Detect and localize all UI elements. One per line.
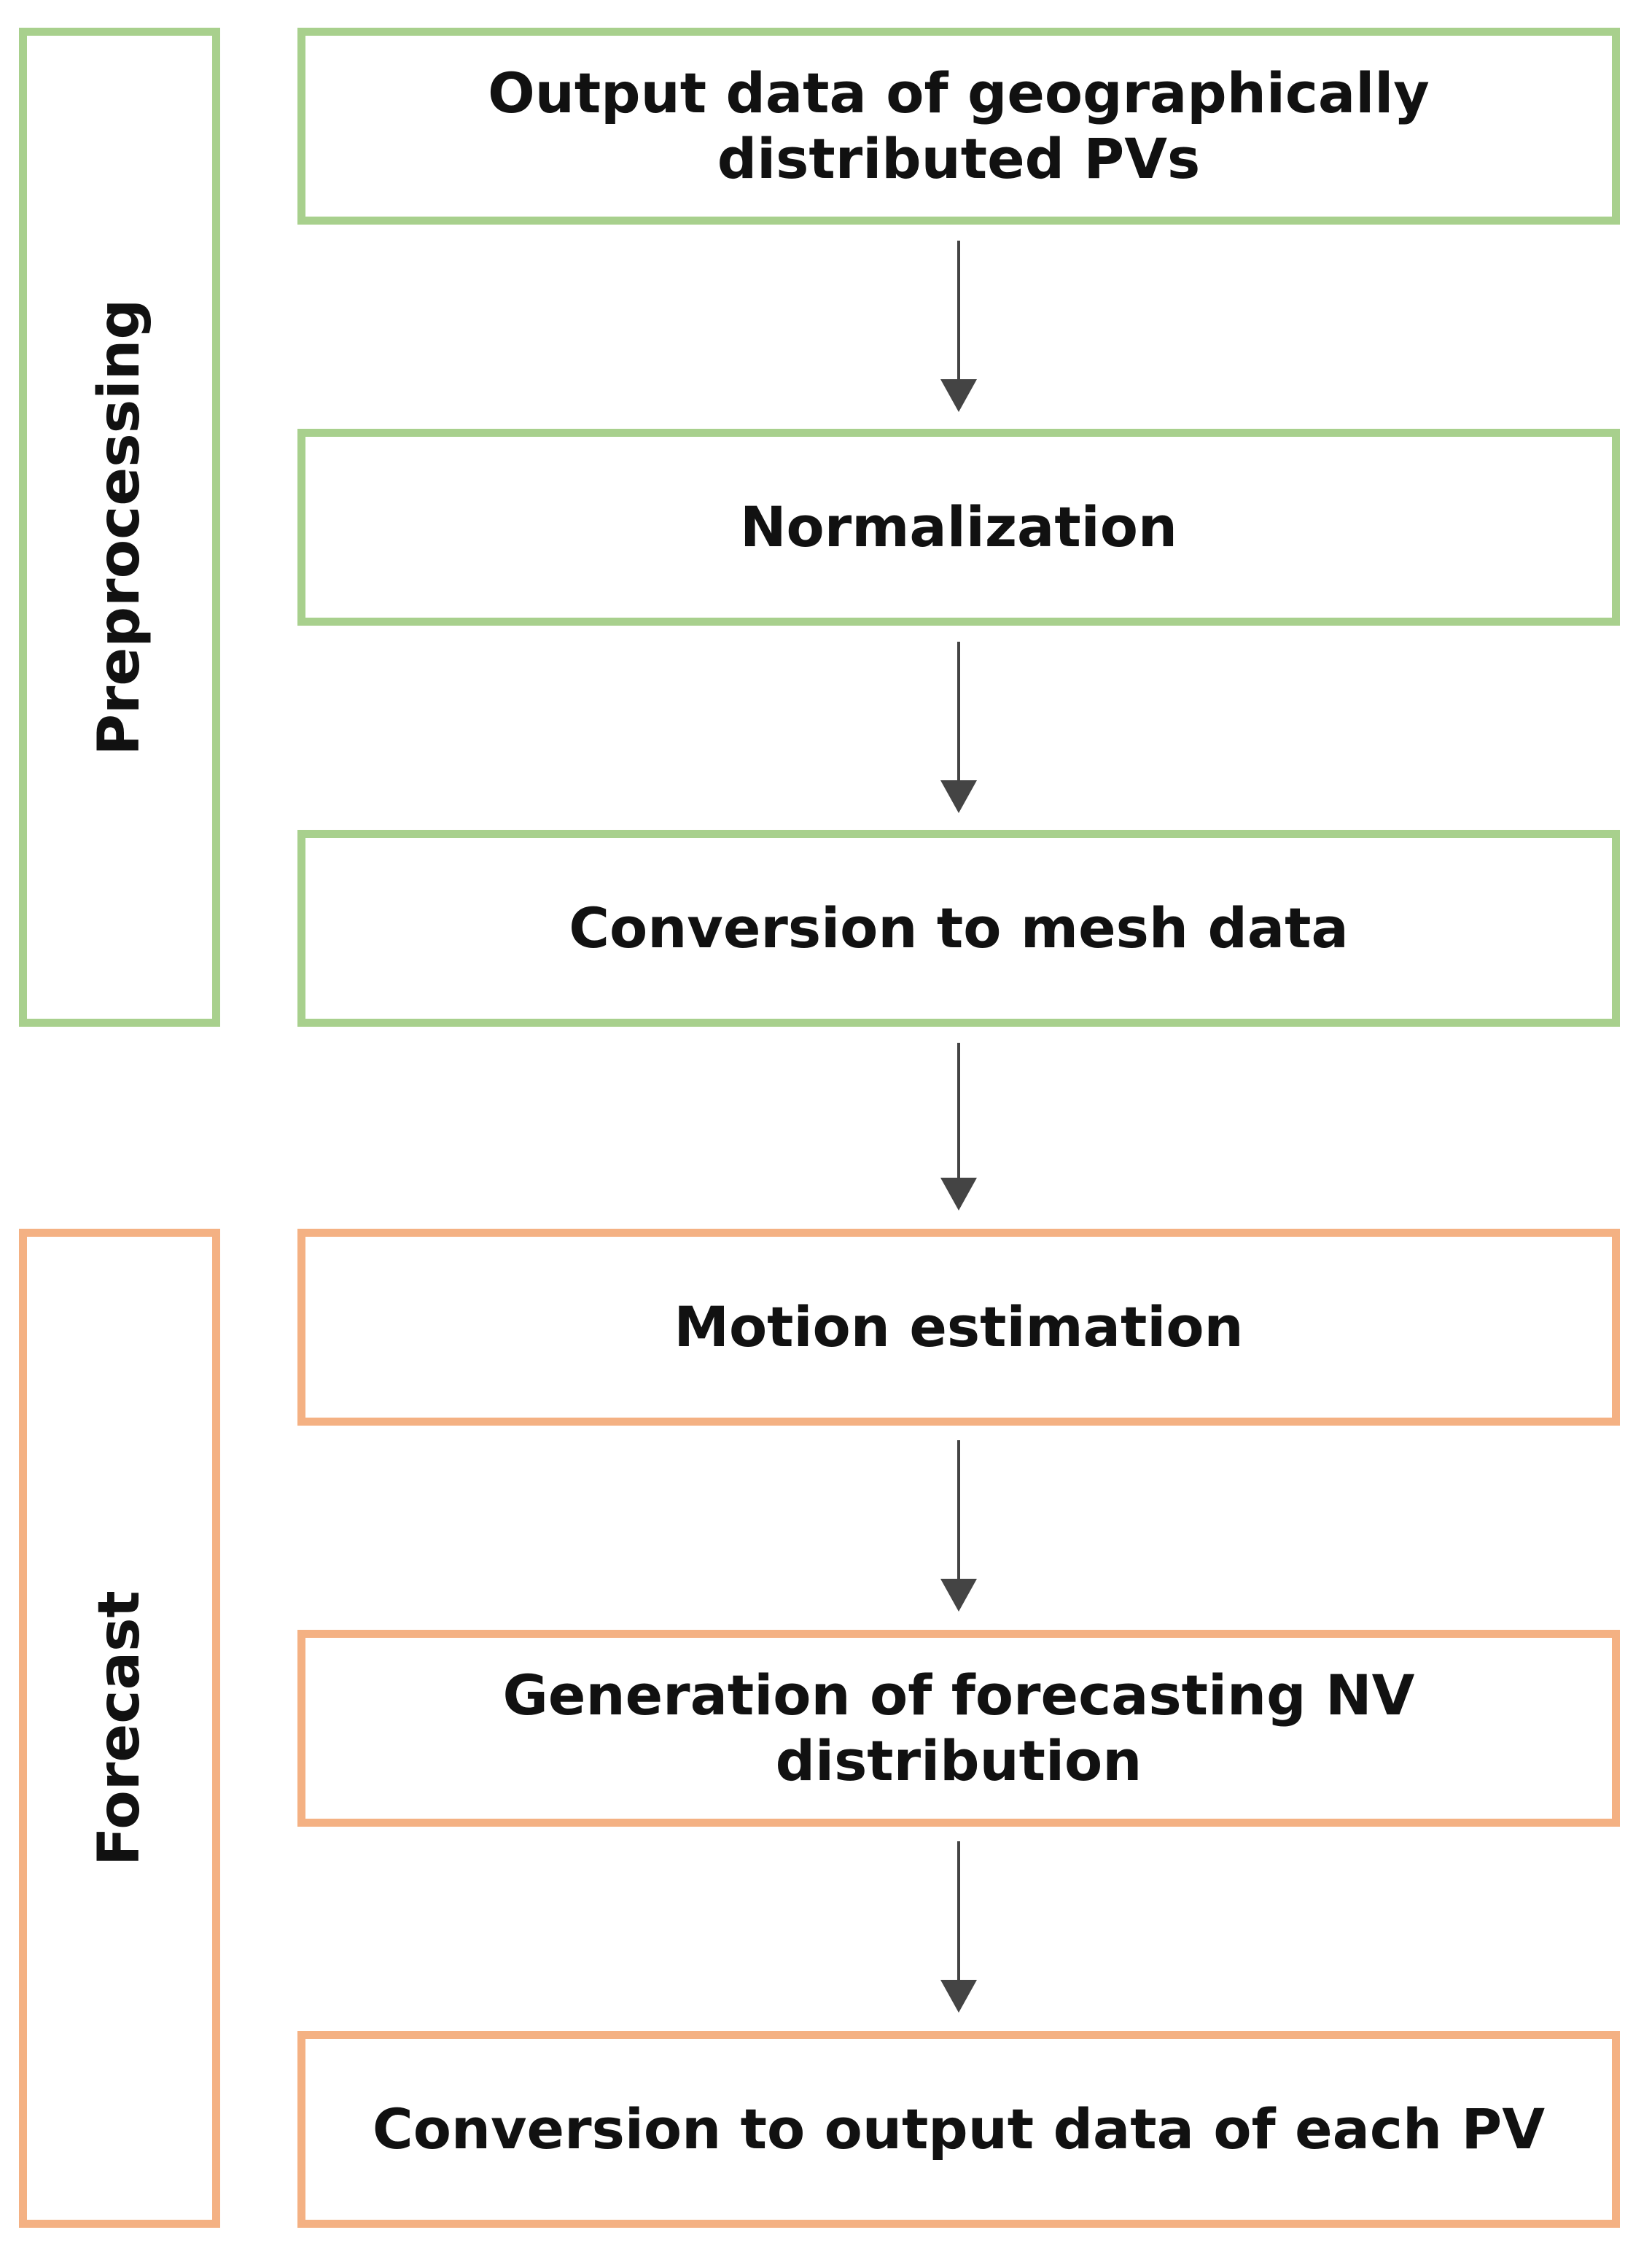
step-normalization-label: Normalization [739,494,1178,560]
arrow-1 [940,241,977,412]
forecast-group: Forecast [19,1229,220,2228]
step-pv-output-conversion-box: Conversion to output data of each PV [297,2031,1620,2228]
step-nv-distribution-box: Generation of forecasting NV distributio… [297,1630,1620,1827]
step-normalization-box: Normalization [297,429,1620,626]
step-mesh-conversion-label: Conversion to mesh data [569,895,1349,961]
arrow-3 [940,1043,977,1211]
step-mesh-conversion-box: Conversion to mesh data [297,830,1620,1027]
step-pv-output-conversion-label: Conversion to output data of each PV [372,2097,1546,2162]
step-output-data-label: Output data of geographically distribute… [488,61,1430,191]
step-nv-distribution-label: Generation of forecasting NV distributio… [502,1663,1415,1793]
arrow-4 [940,1440,977,1612]
arrow-5 [940,1841,977,2013]
preprocessing-group: Preprocessing [19,28,220,1027]
arrow-2 [940,642,977,813]
step-motion-estimation-label: Motion estimation [674,1294,1244,1360]
step-motion-estimation-box: Motion estimation [297,1229,1620,1426]
step-output-data-box: Output data of geographically distribute… [297,28,1620,225]
